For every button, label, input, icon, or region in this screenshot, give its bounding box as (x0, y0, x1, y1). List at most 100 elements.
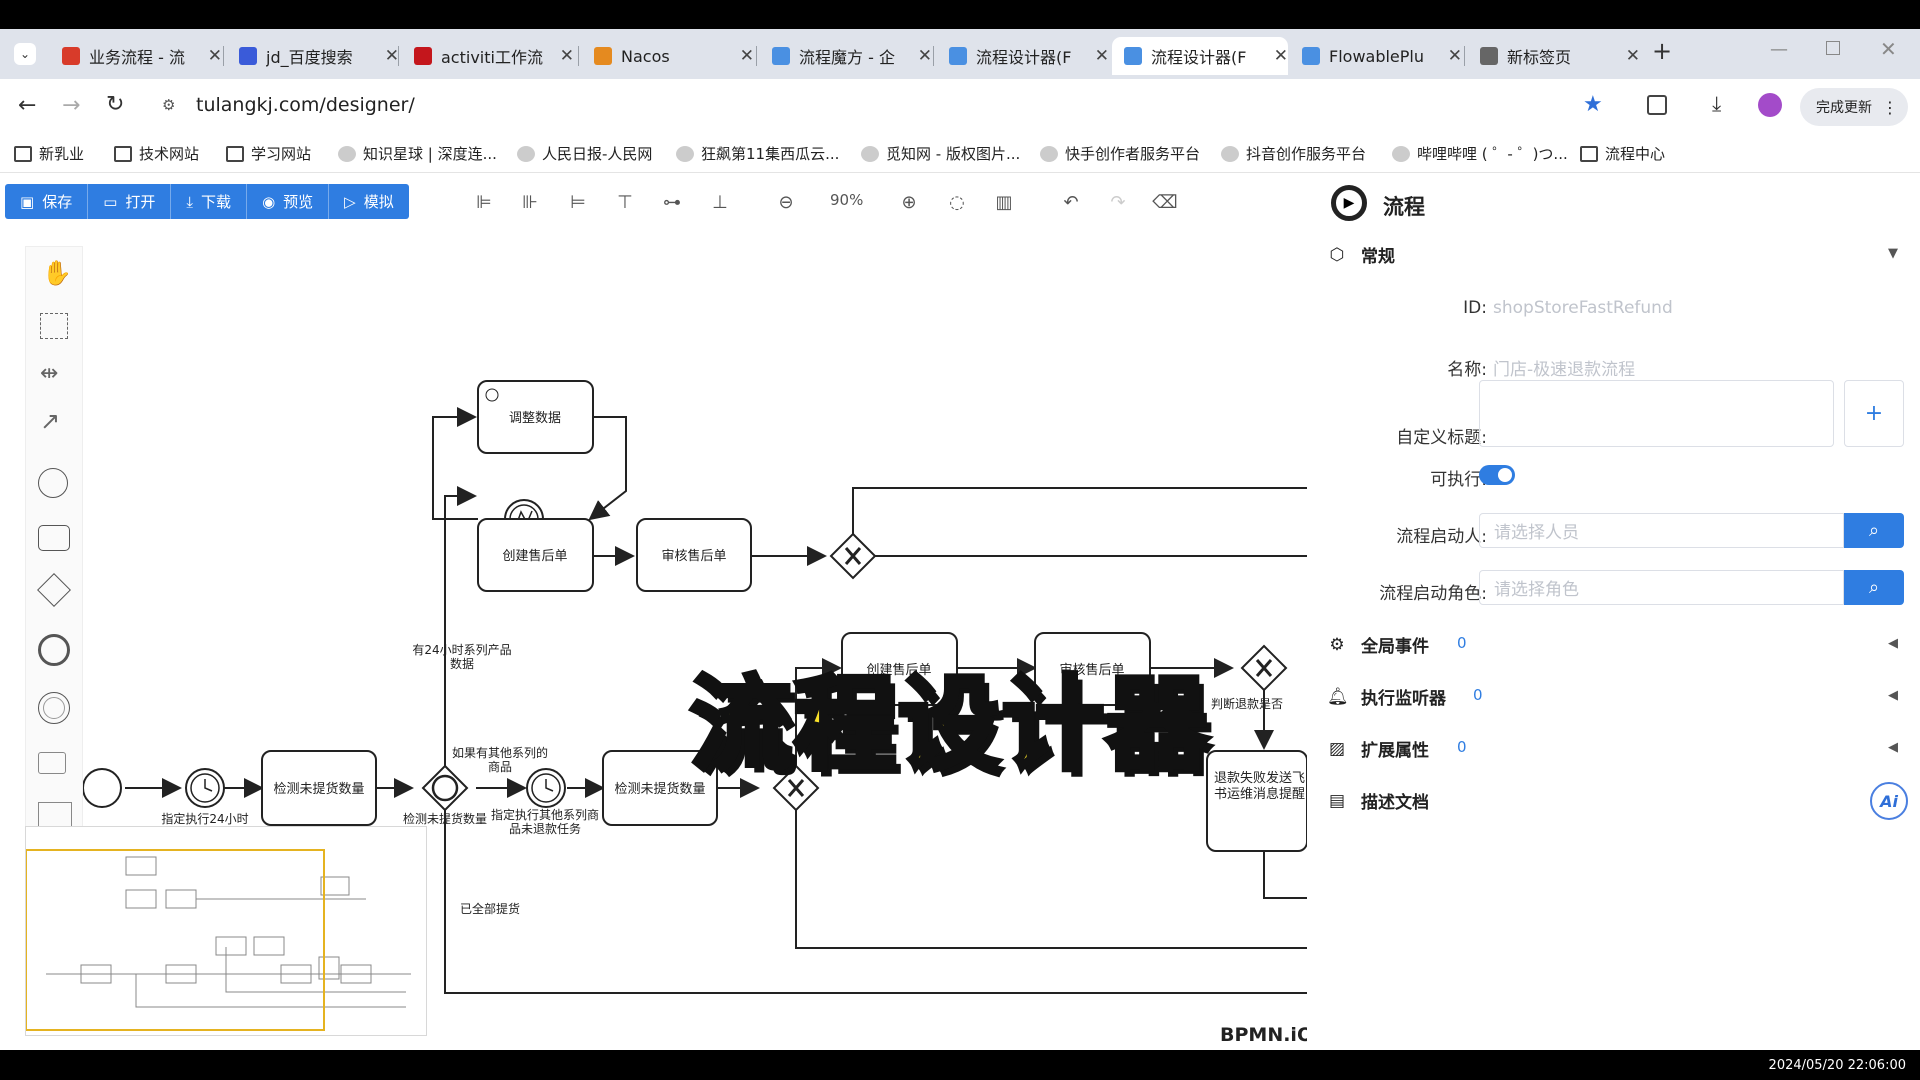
task-check-undelivered-2[interactable]: 检测未提货数量 (602, 750, 718, 826)
timer-event[interactable] (526, 768, 566, 808)
save-button[interactable]: ▣保存 (5, 184, 89, 219)
flow-line[interactable] (444, 486, 477, 766)
update-button[interactable]: 完成更新⋮ (1800, 88, 1908, 126)
collapse-arrow-icon[interactable]: ▼ (1888, 246, 1898, 261)
connect-tool-icon[interactable]: ↗ (40, 407, 61, 435)
tab-close-icon[interactable]: ✕ (207, 46, 222, 66)
hand-tool-icon[interactable]: ✋ (42, 259, 72, 287)
ai-assistant-button[interactable]: Ai (1870, 782, 1908, 820)
new-tab-button[interactable]: + (1652, 37, 1673, 65)
bookmark-item[interactable]: 新乳业 (14, 143, 84, 164)
space-tool-icon[interactable]: ⇹ (40, 361, 59, 386)
task-check-undelivered-1[interactable]: 检测未提货数量 (261, 750, 377, 826)
preview-button[interactable]: ◉预览 (247, 184, 330, 219)
lasso-tool-icon[interactable] (40, 313, 68, 339)
create-start-event-icon[interactable] (38, 468, 68, 498)
custom-title-textarea[interactable] (1479, 380, 1834, 447)
eraser-icon[interactable]: ⌫ (1152, 191, 1178, 213)
section-ext-props[interactable]: ▨扩展属性 (1328, 738, 1429, 762)
minimap[interactable] (25, 826, 427, 1036)
expand-arrow-icon[interactable]: ◀ (1888, 740, 1898, 755)
tab-close-icon[interactable]: ✕ (739, 46, 754, 66)
flow-line[interactable] (795, 810, 1307, 949)
create-end-event-icon[interactable] (38, 634, 70, 666)
bpmn-diagram[interactable]: 调整数据 创建售后单 审核售后单 创建售后单 审核售后单 检测未提货数量 检测未… (0, 233, 1313, 1050)
browser-tab[interactable]: 新标签页✕ (1468, 37, 1640, 75)
flow-line[interactable] (852, 487, 1307, 538)
download-button[interactable]: ⤓下载 (171, 184, 248, 219)
tab-close-icon[interactable]: ✕ (917, 46, 932, 66)
bookmark-item[interactable]: 学习网站 (226, 143, 311, 164)
task-create-after-sale-2[interactable]: 创建售后单 (841, 632, 958, 706)
section-general[interactable]: ⬡常规 (1327, 242, 1395, 268)
name-value[interactable]: 门店-极速退款流程 (1493, 360, 1636, 380)
task-create-after-sale-1[interactable]: 创建售后单 (477, 518, 594, 592)
simulate-button[interactable]: ▷模拟 (344, 192, 394, 212)
bookmark-item[interactable]: 抖音创作服务平台 (1221, 143, 1366, 164)
bookmark-item[interactable]: 技术网站 (114, 143, 199, 164)
exclusive-gateway[interactable] (829, 532, 877, 580)
role-input[interactable]: 请选择角色 (1479, 570, 1844, 605)
task-audit-after-sale-1[interactable]: 审核售后单 (636, 518, 752, 592)
browser-tab[interactable]: 业务流程 - 流✕ (50, 37, 222, 75)
zoom-out-icon[interactable]: ⊖ (778, 191, 794, 213)
tab-close-icon[interactable]: ✕ (1447, 46, 1462, 66)
browser-tab[interactable]: activiti工作流✕ (402, 37, 574, 75)
id-value[interactable]: shopStoreFastRefund (1493, 298, 1673, 318)
section-exec-listeners[interactable]: 🔔︎执行监听器 (1327, 686, 1446, 710)
zoom-in-icon[interactable]: ⊕ (901, 191, 917, 213)
minimize-icon[interactable]: — (1770, 39, 1788, 60)
bookmark-item[interactable]: 快手创作者服务平台 (1040, 143, 1200, 164)
flow-line[interactable] (432, 407, 478, 520)
executable-toggle[interactable] (1479, 465, 1515, 485)
tab-close-icon[interactable]: ✕ (559, 46, 574, 66)
section-docs[interactable]: ▤描述文档 (1328, 790, 1429, 814)
profile-avatar[interactable] (1758, 93, 1782, 117)
flow-line[interactable] (795, 658, 842, 766)
bookmark-item[interactable]: 流程中心 (1580, 143, 1665, 164)
create-gateway-icon[interactable] (37, 573, 71, 607)
download-icon[interactable]: ⤓ (1712, 92, 1722, 116)
section-global-events[interactable]: ⚙全局事件 (1327, 632, 1429, 658)
minimap-toggle-icon[interactable]: ▥ (995, 191, 1013, 213)
bookmark-item[interactable]: 狂飙第11集西瓜云... (676, 143, 839, 164)
browser-tab[interactable]: 流程设计器(F✕ (1112, 37, 1288, 75)
inclusive-gateway[interactable] (421, 764, 469, 812)
undo-icon[interactable]: ↶ (1063, 191, 1079, 213)
bookmark-item[interactable]: 觅知网 - 版权图片... (861, 143, 1020, 164)
create-pool-icon[interactable] (38, 802, 72, 828)
task-adjust-data[interactable]: 调整数据 (477, 380, 594, 454)
role-search-button[interactable]: ⌕ (1844, 570, 1904, 605)
bookmark-item[interactable]: 人民日报-人民网 (517, 143, 652, 164)
bpmn-canvas[interactable]: 调整数据 创建售后单 审核售后单 创建售后单 审核售后单 检测未提货数量 检测未… (0, 233, 1313, 1050)
exclusive-gateway[interactable] (772, 764, 820, 812)
browser-tab[interactable]: 流程设计器(F✕ (937, 37, 1109, 75)
tab-close-icon[interactable]: ✕ (1094, 46, 1109, 66)
open-button[interactable]: ▭打开 (88, 184, 172, 219)
align-middle-icon[interactable]: ⊶ (663, 191, 681, 213)
close-window-icon[interactable]: ✕ (1880, 37, 1897, 61)
task-refund-fail-notify[interactable]: 退款失败发送飞书运维消息提醒 (1206, 750, 1308, 852)
fit-view-icon[interactable]: ◌ (949, 191, 965, 213)
start-event[interactable] (82, 768, 122, 808)
create-intermediate-event-icon[interactable] (38, 692, 70, 724)
tab-close-icon[interactable]: ✕ (1273, 46, 1288, 66)
restore-icon[interactable] (1826, 41, 1840, 55)
starter-input[interactable]: 请选择人员 (1479, 513, 1844, 548)
add-custom-title-button[interactable]: + (1844, 380, 1904, 447)
align-bottom-icon[interactable]: ⊥ (712, 191, 728, 213)
starter-search-button[interactable]: ⌕ (1844, 513, 1904, 548)
create-task-icon[interactable] (38, 525, 70, 551)
browser-tab[interactable]: FlowablePlu✕ (1290, 37, 1462, 75)
forward-icon[interactable]: → (62, 93, 81, 118)
task-audit-after-sale-2[interactable]: 审核售后单 (1034, 632, 1151, 706)
tab-close-icon[interactable]: ✕ (1625, 46, 1640, 66)
back-icon[interactable]: ← (18, 93, 37, 118)
bookmark-star-icon[interactable]: ★ (1583, 92, 1603, 117)
bookmark-item[interactable]: 知识星球 | 深度连... (338, 143, 497, 164)
browser-tab[interactable]: 流程魔方 - 企✕ (760, 37, 932, 75)
browser-tab[interactable]: jd_百度搜索✕ (227, 37, 399, 75)
exclusive-gateway[interactable] (1240, 644, 1288, 692)
tab-close-icon[interactable]: ✕ (384, 46, 399, 66)
expand-arrow-icon[interactable]: ◀ (1888, 636, 1898, 651)
